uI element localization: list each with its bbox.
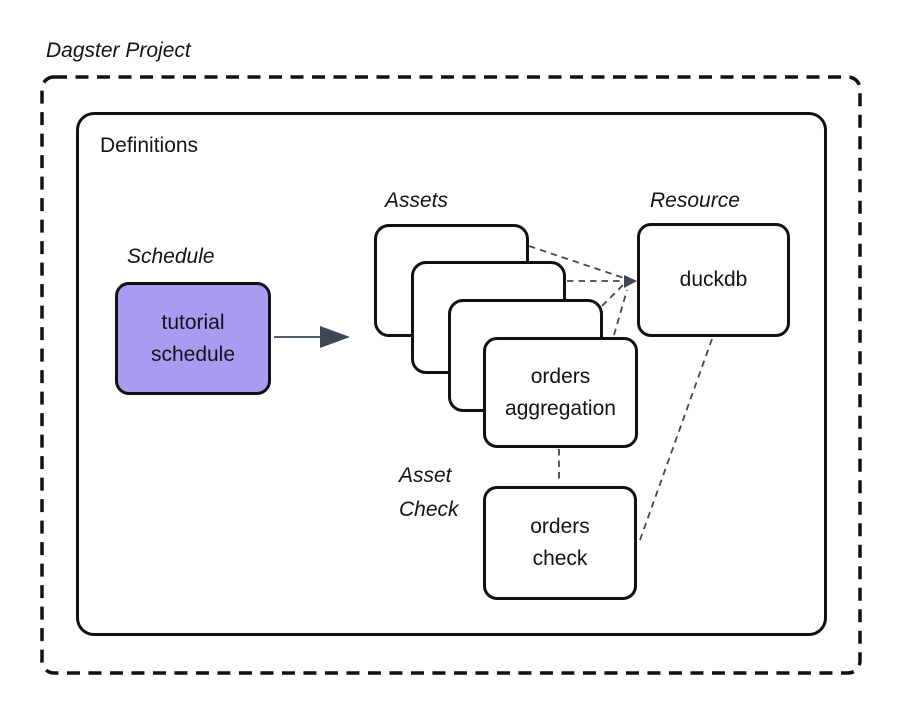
orders-check-text: orders check bbox=[530, 515, 590, 570]
asset-check-label: Asset Check bbox=[399, 464, 459, 521]
orders-aggregation-box: orders aggregation bbox=[483, 337, 638, 448]
definitions-label: Definitions bbox=[100, 134, 199, 157]
duckdb-text: duckdb bbox=[679, 268, 748, 292]
resource-label: Resource bbox=[650, 189, 740, 212]
orders-check-box: orders check bbox=[483, 486, 637, 600]
tutorial-schedule-box: tutorial schedule bbox=[115, 282, 271, 395]
assets-label: Assets bbox=[385, 189, 449, 212]
schedule-label: Schedule bbox=[127, 245, 215, 268]
duckdb-box: duckdb bbox=[637, 223, 790, 337]
diagram-title: Dagster Project bbox=[46, 39, 191, 62]
orders-aggregation-text: orders aggregation bbox=[505, 364, 616, 420]
tutorial-schedule-text: tutorial schedule bbox=[150, 310, 236, 366]
